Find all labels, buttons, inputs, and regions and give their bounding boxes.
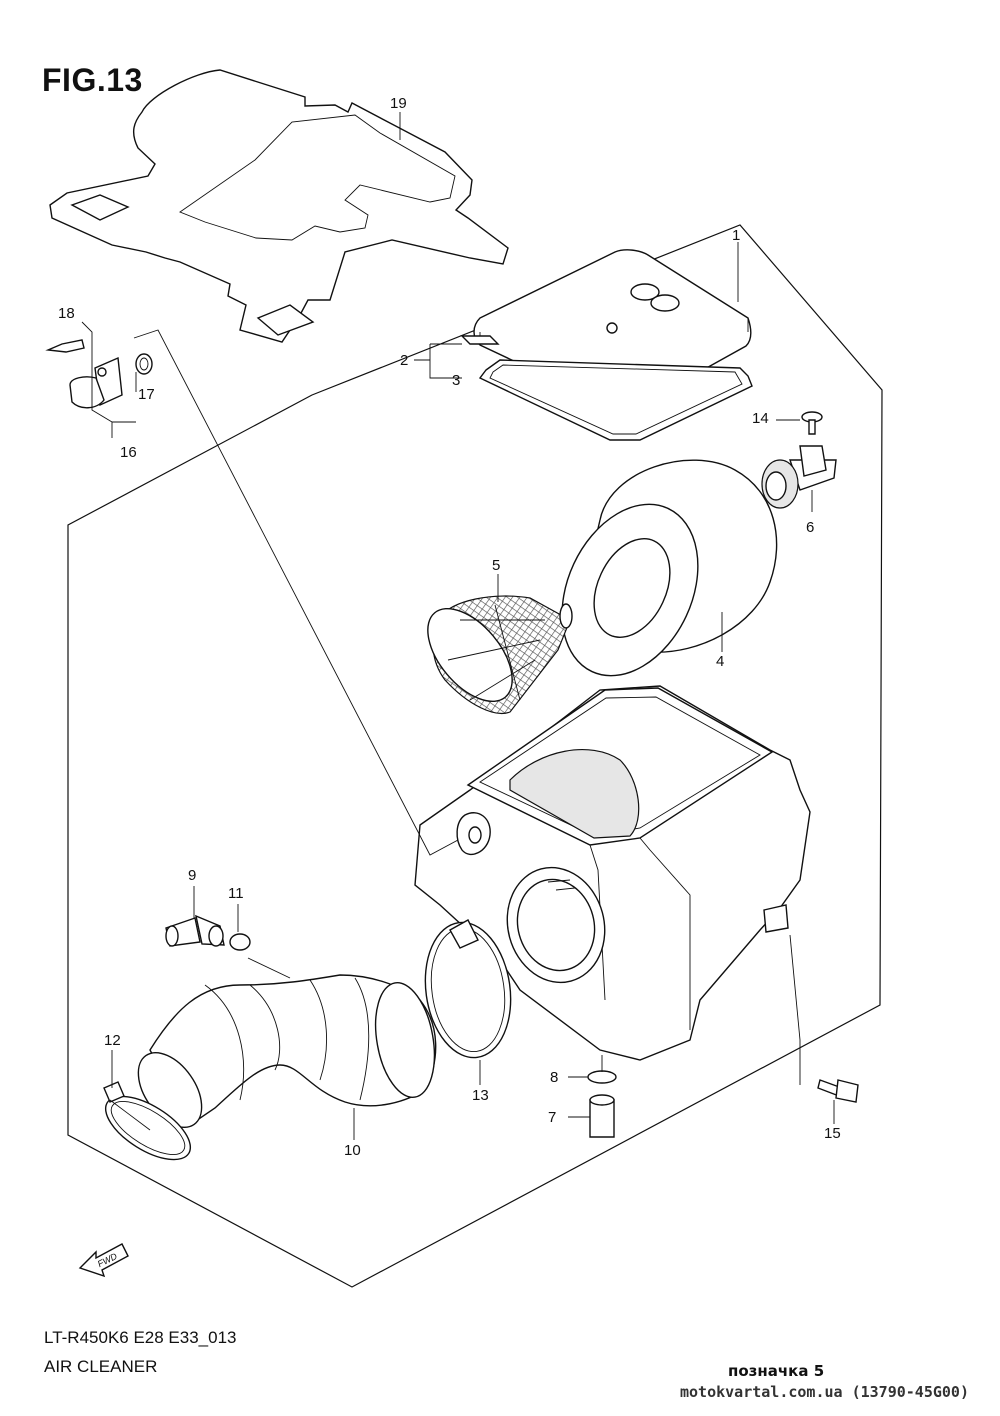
callout-16: 16 xyxy=(120,444,137,461)
note-label: позначка 5 xyxy=(728,1362,825,1380)
callout-9: 9 xyxy=(188,867,196,884)
callout-5: 5 xyxy=(492,557,500,574)
callout-18: 18 xyxy=(58,305,75,322)
seal-plate-part xyxy=(49,69,509,343)
callout-17: 17 xyxy=(138,386,155,403)
screw-14-part xyxy=(801,411,823,435)
callout-1: 1 xyxy=(732,227,740,244)
sensor-group-part xyxy=(45,339,153,409)
callout-numbers: 1 2 3 4 5 6 7 8 9 10 11 12 13 14 15 16 1… xyxy=(58,95,841,1159)
callout-4: 4 xyxy=(716,653,724,670)
hose-joint-part xyxy=(165,914,225,947)
callout-10: 10 xyxy=(344,1142,361,1159)
callout-7: 7 xyxy=(548,1109,556,1126)
filter-element-part xyxy=(561,459,778,677)
forward-arrow-icon: FWD xyxy=(78,1243,129,1278)
element-holder-part xyxy=(427,595,573,714)
callout-13: 13 xyxy=(472,1087,489,1104)
callout-15: 15 xyxy=(824,1125,841,1142)
callout-19: 19 xyxy=(390,95,407,112)
assembly-frame xyxy=(67,224,883,1288)
watermark-text: motokvartal.com.ua (13790-45G00) xyxy=(680,1383,969,1401)
callout-11: 11 xyxy=(228,885,244,902)
figure-title: FIG.13 xyxy=(42,62,143,98)
air-box-part xyxy=(414,685,811,1061)
outlet-tube-part xyxy=(137,974,437,1128)
callout-3: 3 xyxy=(452,372,460,389)
breather-joint-part xyxy=(761,445,837,509)
callout-2: 2 xyxy=(400,352,408,369)
cap-seal-part xyxy=(478,359,753,441)
callout-8: 8 xyxy=(550,1069,558,1086)
section-name-label: AIR CLEANER xyxy=(44,1357,158,1376)
drain-clip-part xyxy=(587,1070,617,1084)
callout-6: 6 xyxy=(806,519,814,536)
callout-14: 14 xyxy=(752,410,769,427)
clamp-13-part xyxy=(424,919,512,1059)
drain-plug-part xyxy=(589,1094,615,1138)
leader-lines xyxy=(81,112,835,1140)
model-code-label: LT-R450K6 E28 E33_013 xyxy=(44,1328,237,1347)
bolt-15-part xyxy=(817,1079,859,1103)
callout-12: 12 xyxy=(104,1032,121,1049)
clip-11-part xyxy=(229,933,251,951)
